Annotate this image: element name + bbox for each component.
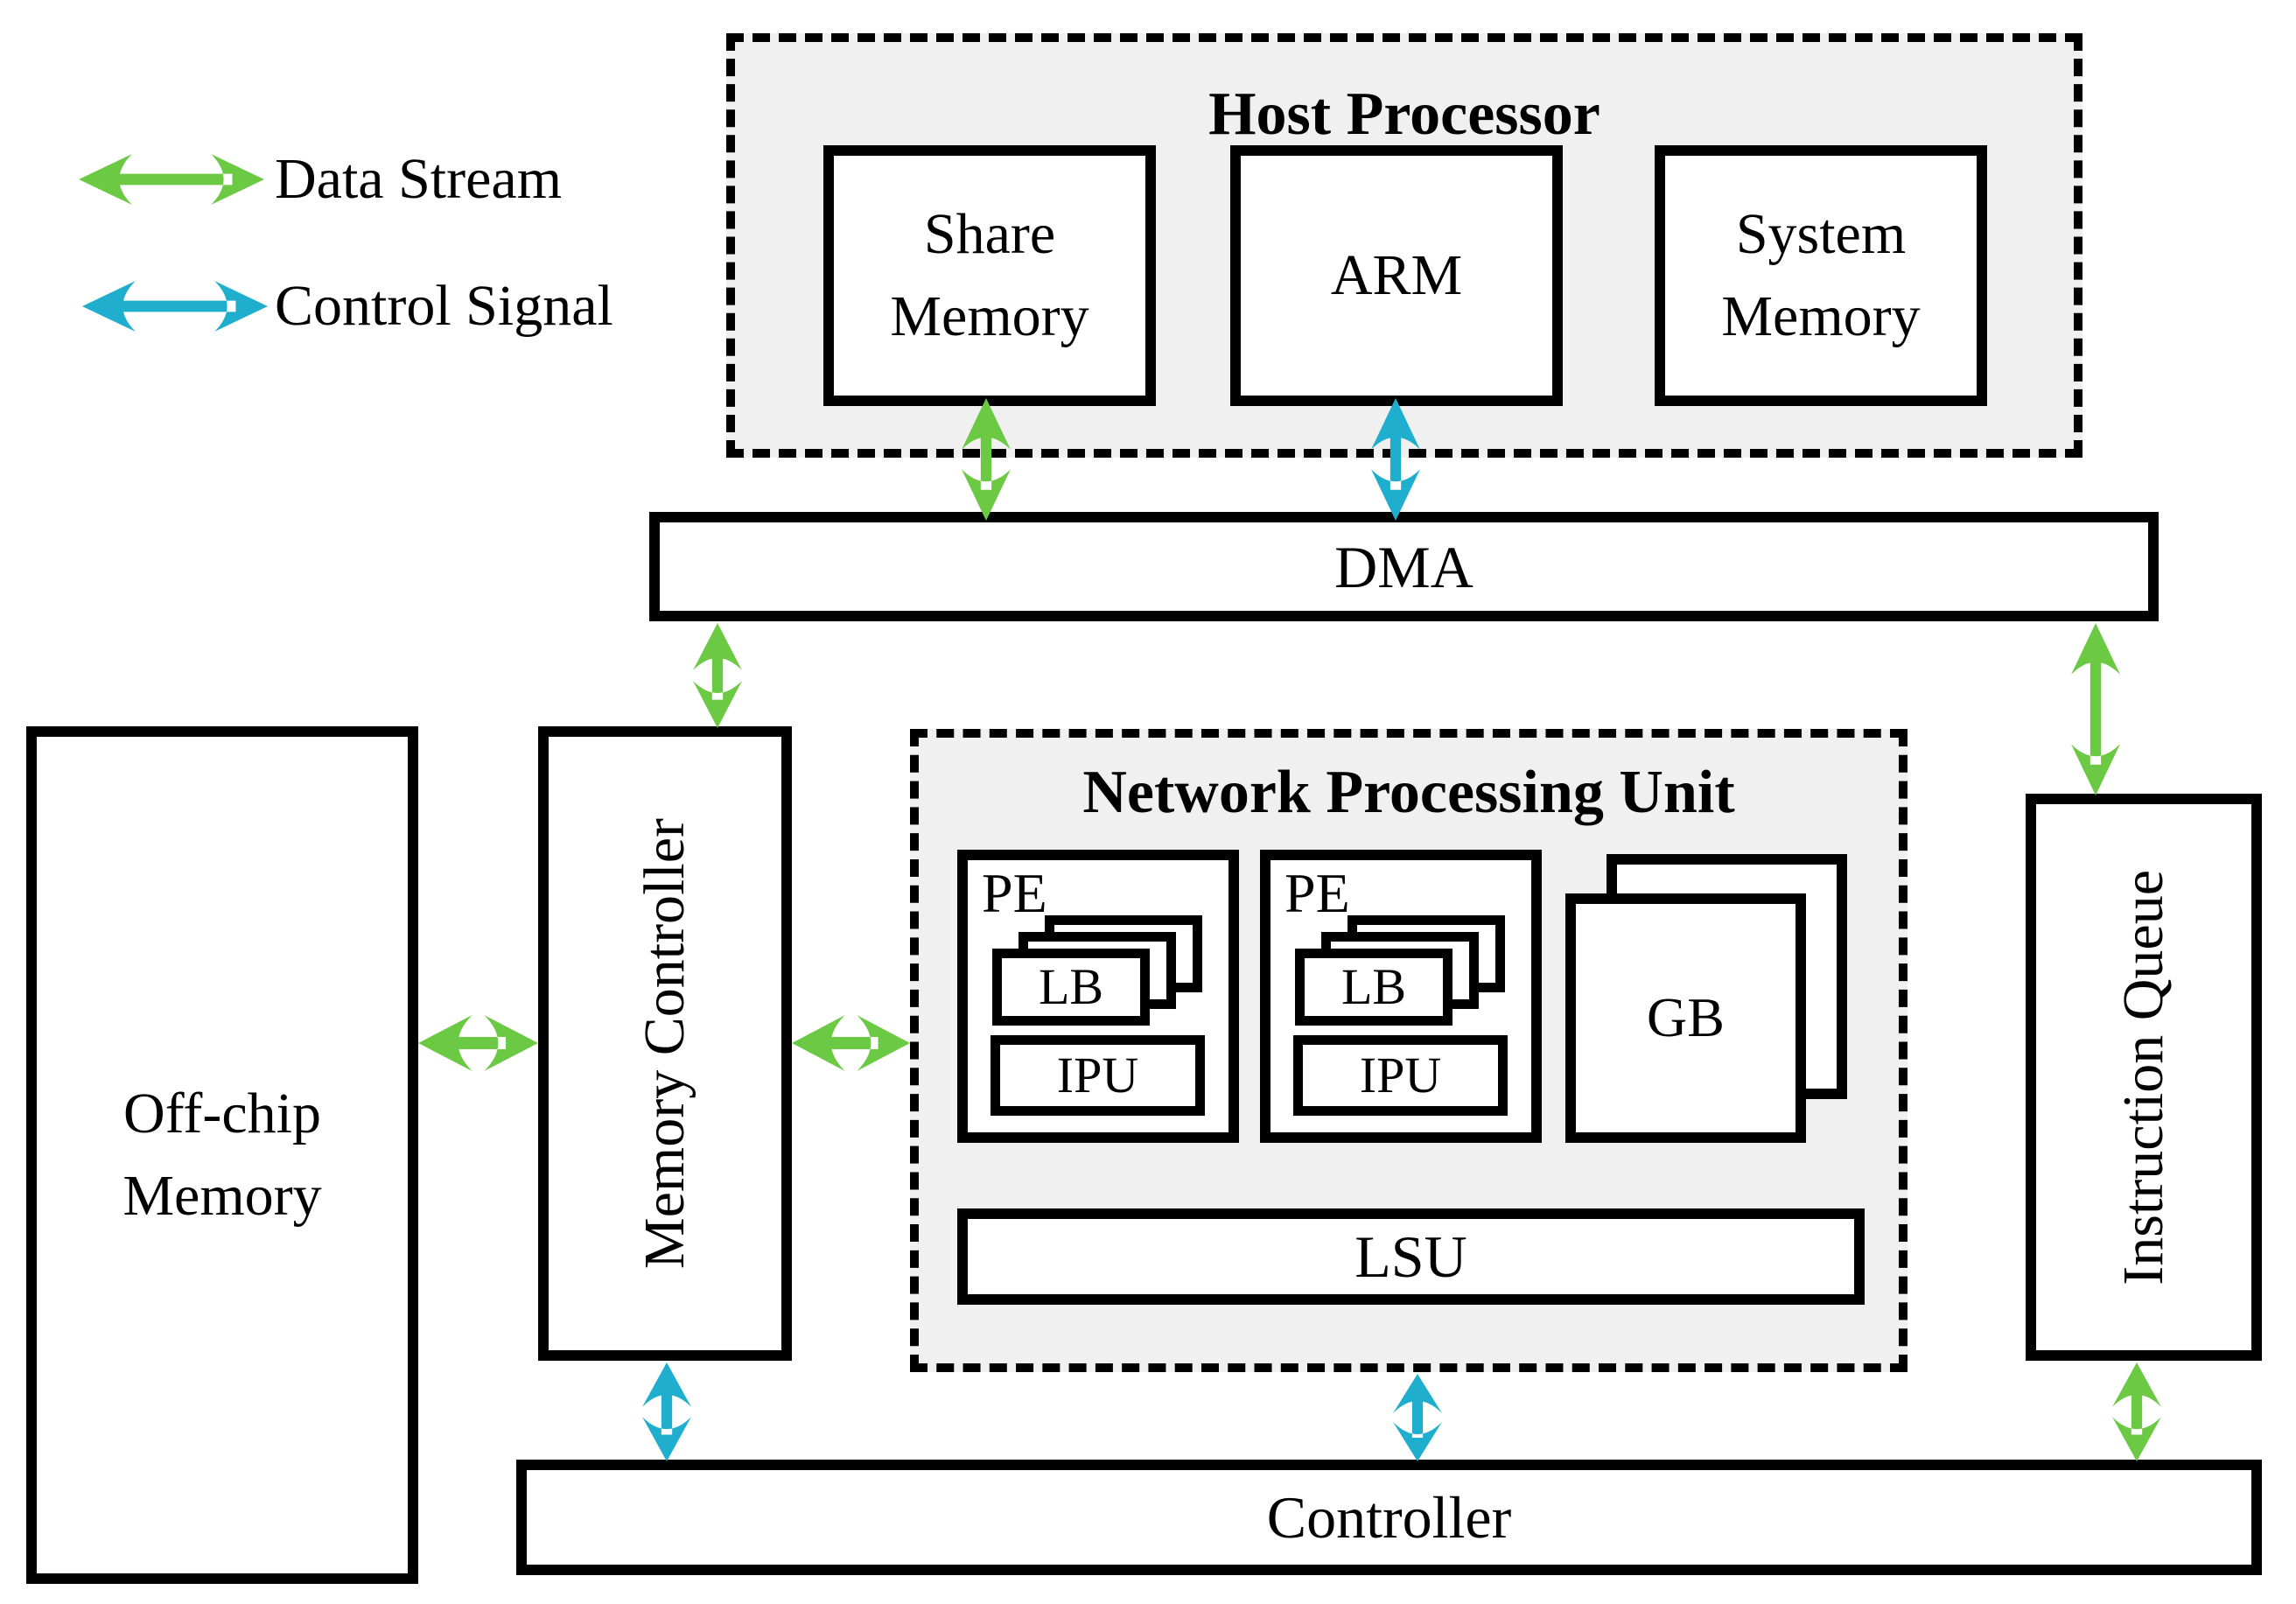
pe-label: PE: [1284, 862, 1350, 924]
pe-box-1: PE LB IPU: [957, 850, 1239, 1143]
arrow-instruction-queue-controller: [2112, 1362, 2161, 1461]
legend-data-stream-label: Data Stream: [275, 147, 563, 211]
memory-controller-label: Memory Controller: [633, 817, 696, 1270]
host-processor-title: Host Processor: [1208, 81, 1600, 148]
arrow-offchip-memory-controller: [418, 1015, 538, 1071]
npu-title: Network Processing Unit: [1082, 759, 1735, 826]
system-memory-box: System Memory: [1655, 145, 1987, 406]
arrow-memory-controller-npu: [792, 1015, 910, 1071]
data-stream-arrow-icon: [79, 154, 264, 205]
arrow-arm-dma: [1371, 398, 1420, 521]
memory-controller-box: Memory Controller: [538, 726, 792, 1361]
control-signal-arrow-icon: [82, 281, 268, 332]
arrow-dma-memory-controller: [693, 623, 742, 728]
npu-panel: Network Processing Unit PE LB IPU PE LB …: [910, 729, 1908, 1372]
dma-box: DMA: [649, 512, 2159, 621]
ipu-box: IPU: [1293, 1035, 1508, 1116]
pe-label: PE: [982, 862, 1047, 924]
pe-box-2: PE LB IPU: [1260, 850, 1542, 1143]
instruction-queue-label: Instruction Queue: [2111, 869, 2175, 1285]
share-memory-box: Share Memory: [823, 145, 1156, 406]
gb-box: GB: [1565, 893, 1806, 1143]
lb-card-front: LB: [1295, 949, 1452, 1026]
lsu-box: LSU: [957, 1208, 1865, 1305]
off-chip-memory-box: Off-chip Memory: [26, 726, 418, 1584]
host-processor-panel: Host Processor Share Memory ARM System M…: [726, 33, 2082, 458]
arrow-dma-instruction-queue: [2071, 623, 2120, 795]
lb-card-front: LB: [992, 949, 1150, 1026]
arm-box: ARM: [1230, 145, 1563, 406]
arrow-npu-controller: [1393, 1374, 1442, 1461]
controller-box: Controller: [516, 1460, 2262, 1575]
ipu-box: IPU: [990, 1035, 1205, 1116]
arrow-share-memory-dma: [962, 398, 1011, 521]
instruction-queue-box: Instruction Queue: [2026, 794, 2262, 1361]
arrow-memory-controller-controller: [642, 1362, 691, 1461]
legend-control-signal-label: Control Signal: [275, 274, 613, 338]
